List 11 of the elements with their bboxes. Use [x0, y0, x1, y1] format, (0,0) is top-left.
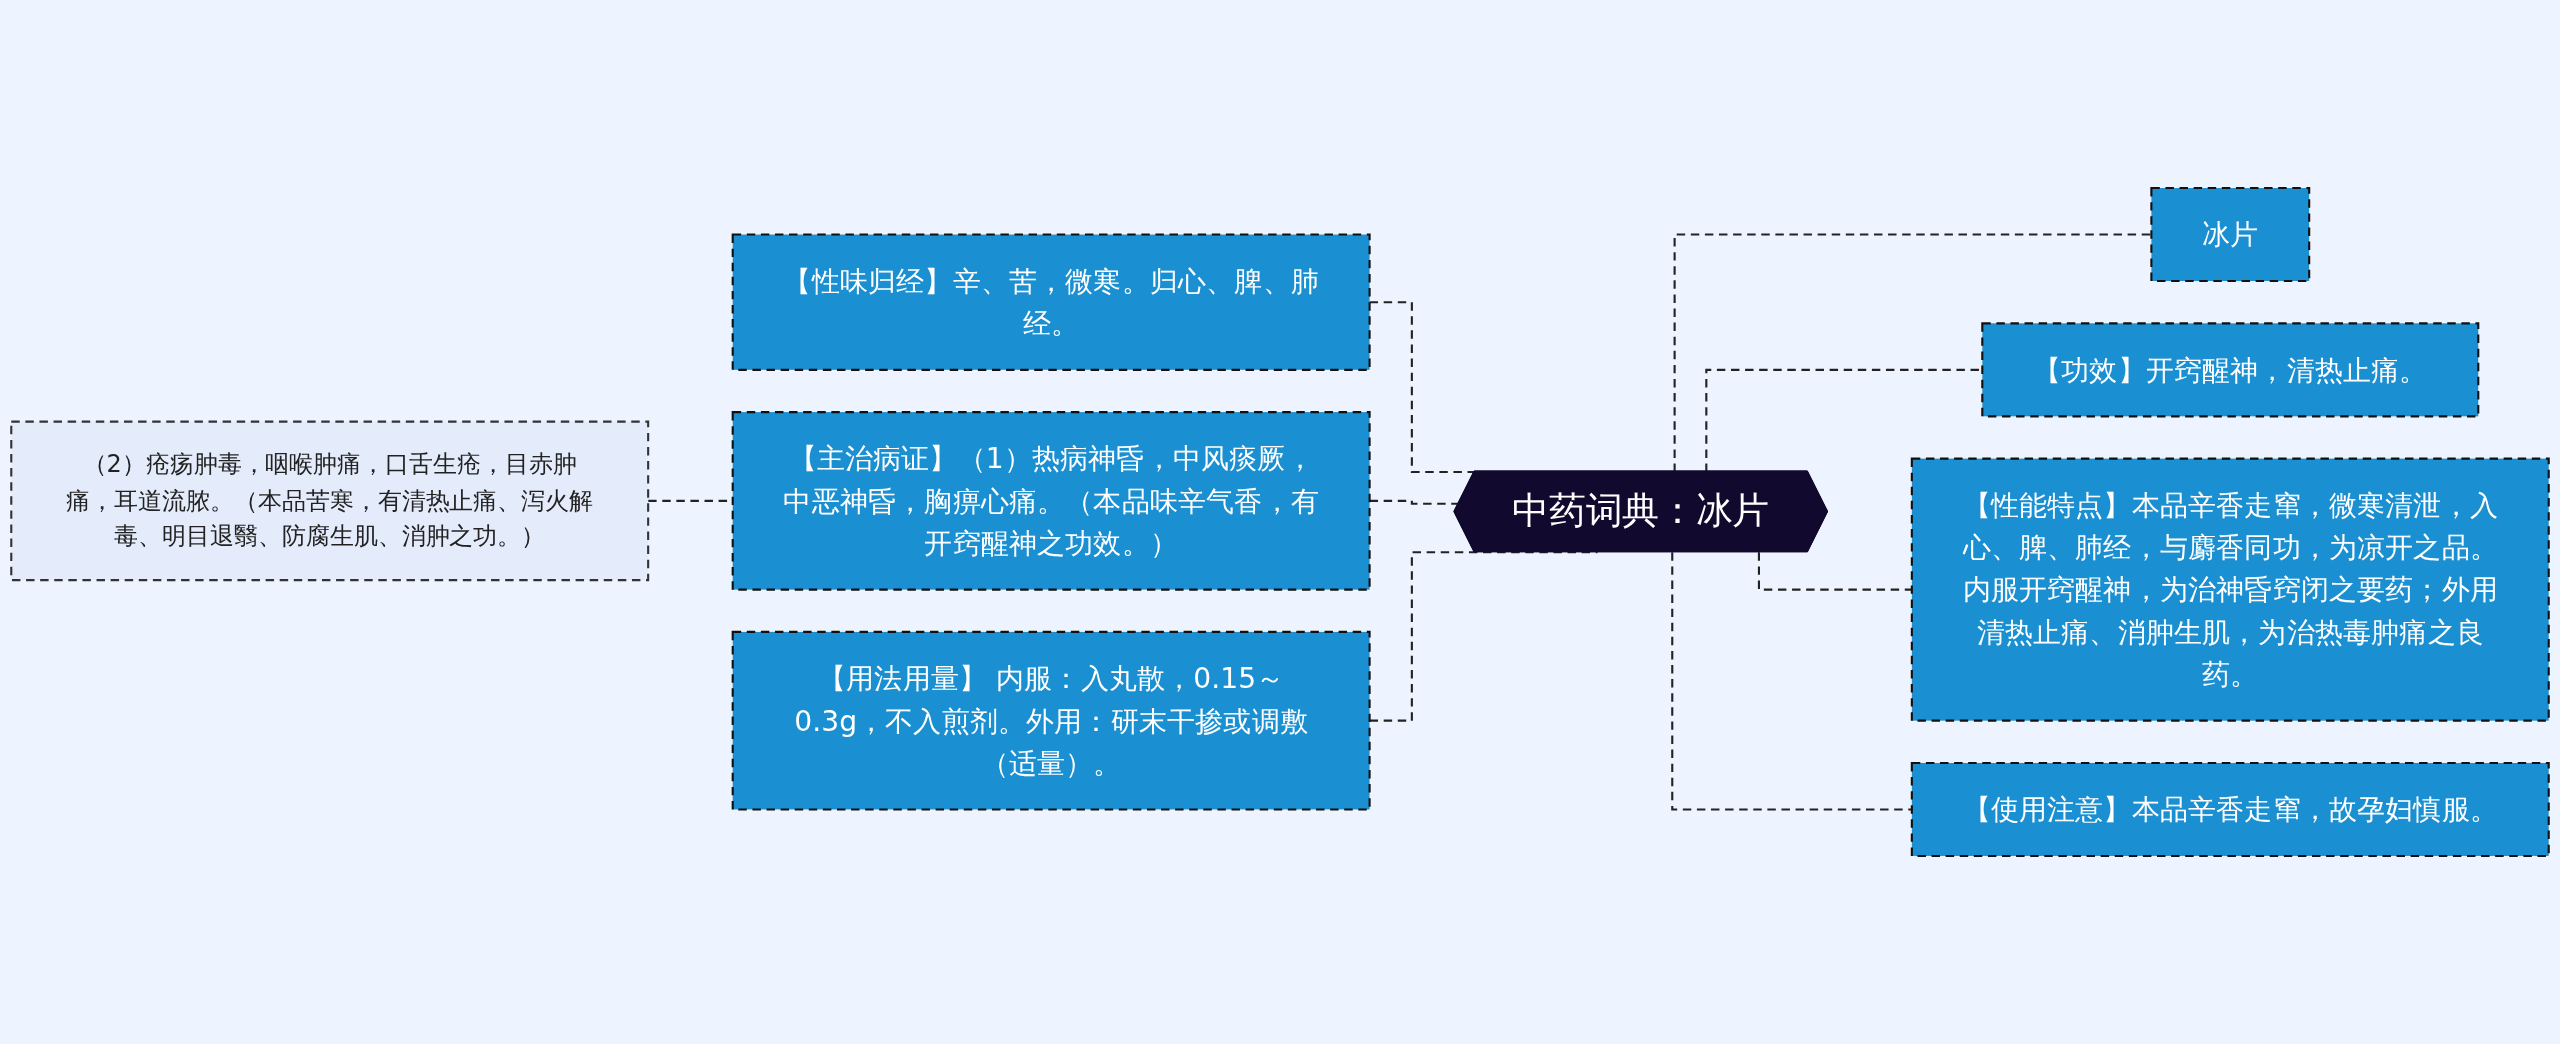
connector [1757, 552, 1912, 591]
connector [1671, 552, 1912, 811]
connector [1673, 233, 2152, 472]
node-box: 冰片 [2150, 187, 2311, 283]
node-box: 【主治病证】（1）热病神昏，中风痰厥，中恶神昏，胸痹心痛。（本品味辛气香，有开窍醒神之功效。） [731, 411, 1371, 591]
node-box: 【性能特点】本品辛香走窜，微寒清泄，入心、脾、肺经，与麝香同功，为凉开之品。内服开窍醒神，为治神昏窍闭之要药；外用清热止痛、消肿生肌，为治热毒肿痛之良药。 [1910, 457, 2550, 722]
node-box: 【性味归经】辛、苦，微寒。归心、脾、肺经。 [731, 233, 1371, 371]
node-box: （2）疮疡肿毒，咽喉肿痛，口舌生疮，目赤肿痛，耳道流脓。（本品苦寒，有清热止痛、泻火解毒、明目退翳、防腐生肌、消肿之功。） [10, 420, 650, 582]
node-box: 【功效】开窍醒神，清热止痛。 [1981, 322, 2480, 418]
node-box: 【用法用量】 内服：入丸散，0.15～0.3g，不入煎剂。外用：研末干掺或调敷（适量）。 [731, 630, 1371, 811]
node-box: 【使用注意】本品辛香走窜，故孕妇慎服。 [1910, 761, 2550, 857]
